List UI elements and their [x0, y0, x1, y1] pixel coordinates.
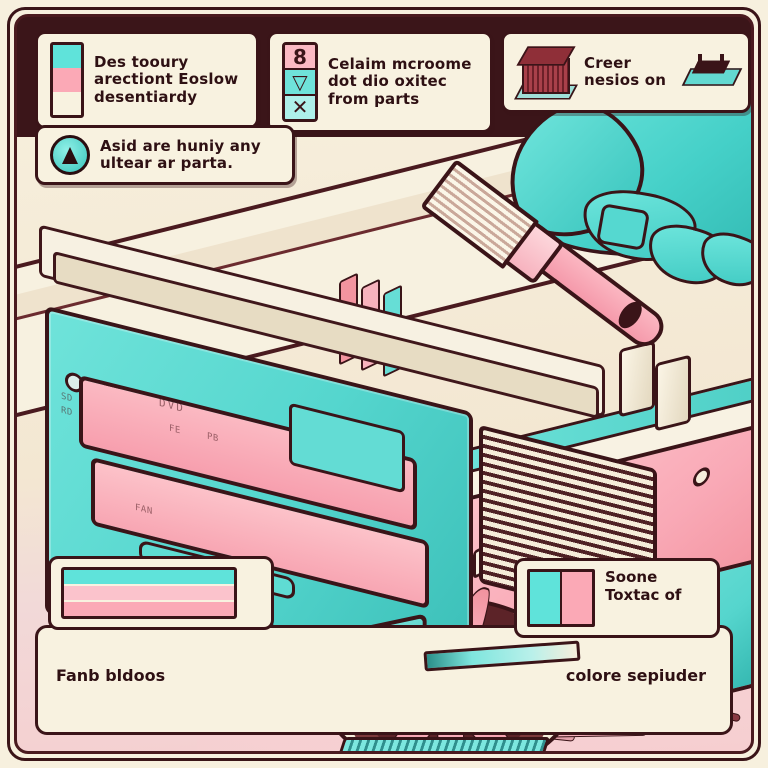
safety-icon-stack: 8 ▽ ✕ [282, 42, 318, 122]
brush-hang-hole [613, 297, 647, 333]
triangle-glyph: ▽ [292, 69, 308, 94]
iso-fan-mount-icon [681, 54, 743, 90]
warning-tree-glyph [62, 146, 78, 164]
badge-color-legend[interactable]: Des tooury arectiont Eoslow desentiardy [35, 31, 259, 129]
crossed-tools-icon: ✕ [285, 95, 315, 120]
band-right-label: colore sepiuder [565, 666, 706, 685]
capacitor-1 [619, 340, 655, 418]
warning-note[interactable]: Asid are huniy any ultear ar parta. [35, 125, 295, 185]
badge-heatsink[interactable]: Creer nesios on [501, 31, 751, 113]
fan-rim-vent [333, 737, 551, 751]
band-left-label: Fanb bldoos [56, 666, 166, 685]
precision-pen-tool [423, 640, 581, 672]
header-badges: Des tooury arectiont Eoslow desentiardy … [35, 31, 751, 133]
case-screw-1 [693, 464, 710, 490]
badge-heatsink-text: Creer nesios on [584, 53, 667, 89]
goggles-icon: 8 [285, 44, 315, 71]
two-tone-swatch-icon [527, 569, 595, 627]
color-swatch-icon [50, 42, 84, 118]
badge-color-legend-text: Des tooury arectiont Eoslow desentiardy [94, 52, 239, 106]
badge-safety[interactable]: 8 ▽ ✕ Celaim mcroome dot dio oxitec from… [267, 31, 493, 133]
iso-heatsink-icon [514, 42, 578, 102]
crossed-glyph: ✕ [291, 95, 309, 120]
triangle-down-icon: ▽ [285, 69, 315, 96]
legend-band: Soone Toxtac of Fanb bldoos colore sepiu… [35, 556, 733, 735]
badge-safety-text: Celaim mcroome dot dio oxitec from parts [328, 54, 472, 108]
inner-frame: SD RD DVD FE PB FAN [14, 14, 754, 754]
outer-frame [7, 7, 761, 761]
capacitor-2 [655, 354, 691, 432]
fan-blade-stripes-icon [61, 567, 237, 619]
goggles-glyph: 8 [293, 44, 307, 69]
warning-note-text: Asid are huniy any ultear ar parta. [100, 136, 261, 172]
hand-index-nail [595, 203, 651, 251]
illustration-stage: SD RD DVD FE PB FAN [17, 17, 751, 751]
legend-fan-blades[interactable] [48, 556, 274, 630]
legend-two-tone[interactable]: Soone Toxtac of [514, 558, 720, 638]
warning-badge-icon [50, 135, 90, 175]
legend-right-text: Soone Toxtac of [605, 568, 682, 604]
